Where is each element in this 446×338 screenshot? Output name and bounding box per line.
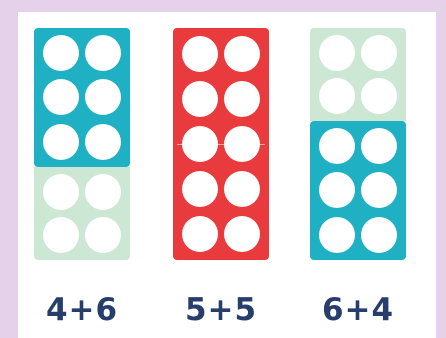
hole (361, 35, 397, 71)
hole (85, 124, 121, 160)
sum-label: 6+4 (310, 292, 406, 328)
numicon-card: 4+6 5+5 (18, 12, 436, 338)
numicon-group-4-plus-6: 4+6 (34, 28, 130, 260)
numicon-strip (34, 28, 130, 260)
hole (361, 217, 397, 253)
hole (85, 217, 121, 253)
hole (43, 217, 79, 253)
numicon-group-6-plus-4: 6+4 (310, 28, 406, 260)
sum-label: 5+5 (173, 292, 269, 328)
hole (319, 35, 355, 71)
numicon-strip (310, 28, 406, 260)
hole (319, 217, 355, 253)
sum-label: 4+6 (34, 292, 130, 328)
numicon-four-piece (310, 28, 406, 121)
hole (85, 174, 121, 210)
numicon-strip (173, 28, 269, 260)
hole (182, 216, 218, 252)
hole (319, 78, 355, 114)
hole (319, 128, 355, 164)
hole (224, 81, 260, 117)
numicon-six-piece (34, 28, 130, 167)
hole (361, 128, 397, 164)
hole (43, 35, 79, 71)
hole (43, 124, 79, 160)
hole (319, 172, 355, 208)
five-five-divider (177, 144, 265, 145)
hole (85, 35, 121, 71)
hole (361, 78, 397, 114)
hole (361, 172, 397, 208)
hole (224, 216, 260, 252)
hole (43, 79, 79, 115)
numicon-six-piece (310, 121, 406, 260)
hole (224, 171, 260, 207)
numicon-four-piece (34, 167, 130, 260)
hole (224, 36, 260, 72)
numicon-group-5-plus-5: 5+5 (173, 28, 269, 260)
hole (182, 171, 218, 207)
hole (182, 36, 218, 72)
hole (85, 79, 121, 115)
hole (182, 81, 218, 117)
hole (43, 174, 79, 210)
